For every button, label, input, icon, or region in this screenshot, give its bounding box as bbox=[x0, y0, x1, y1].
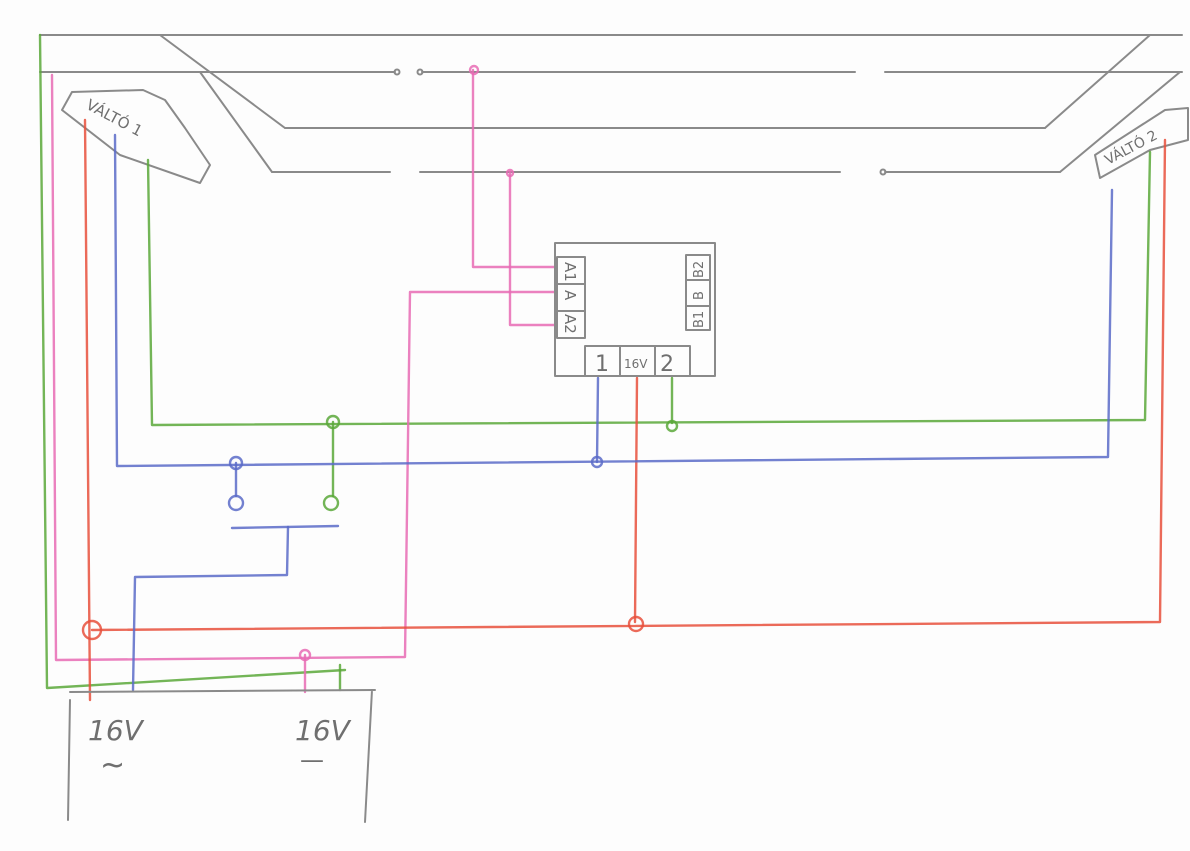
dc-symbol: — bbox=[300, 746, 324, 774]
control-module: A1 A A2 B2 B B1 1 16V 2 bbox=[554, 242, 716, 377]
power-supply: 16V ~ 16V — bbox=[67, 689, 376, 823]
terminal-a: A bbox=[561, 290, 579, 301]
track-lines bbox=[39, 34, 1183, 176]
ac-output-label: 16V bbox=[88, 714, 145, 747]
terminal-b1: B1 bbox=[692, 311, 707, 328]
terminal-2: 2 bbox=[660, 352, 674, 377]
ac-symbol: ~ bbox=[100, 748, 125, 783]
dc-output-label: 16V bbox=[295, 714, 352, 747]
red-wires bbox=[81, 118, 1167, 702]
terminal-1: 1 bbox=[595, 352, 609, 377]
terminal-a2: A2 bbox=[561, 314, 579, 334]
terminal-b: B bbox=[692, 291, 707, 300]
switch-2: VÁLTÓ 2 bbox=[1094, 107, 1189, 179]
terminal-16v: 16V bbox=[624, 357, 648, 371]
terminal-b2: B2 bbox=[692, 261, 707, 278]
pink-wires bbox=[50, 64, 557, 694]
terminal-a1: A1 bbox=[561, 262, 579, 282]
green-wires bbox=[38, 33, 1152, 692]
blue-wires bbox=[113, 133, 1114, 692]
